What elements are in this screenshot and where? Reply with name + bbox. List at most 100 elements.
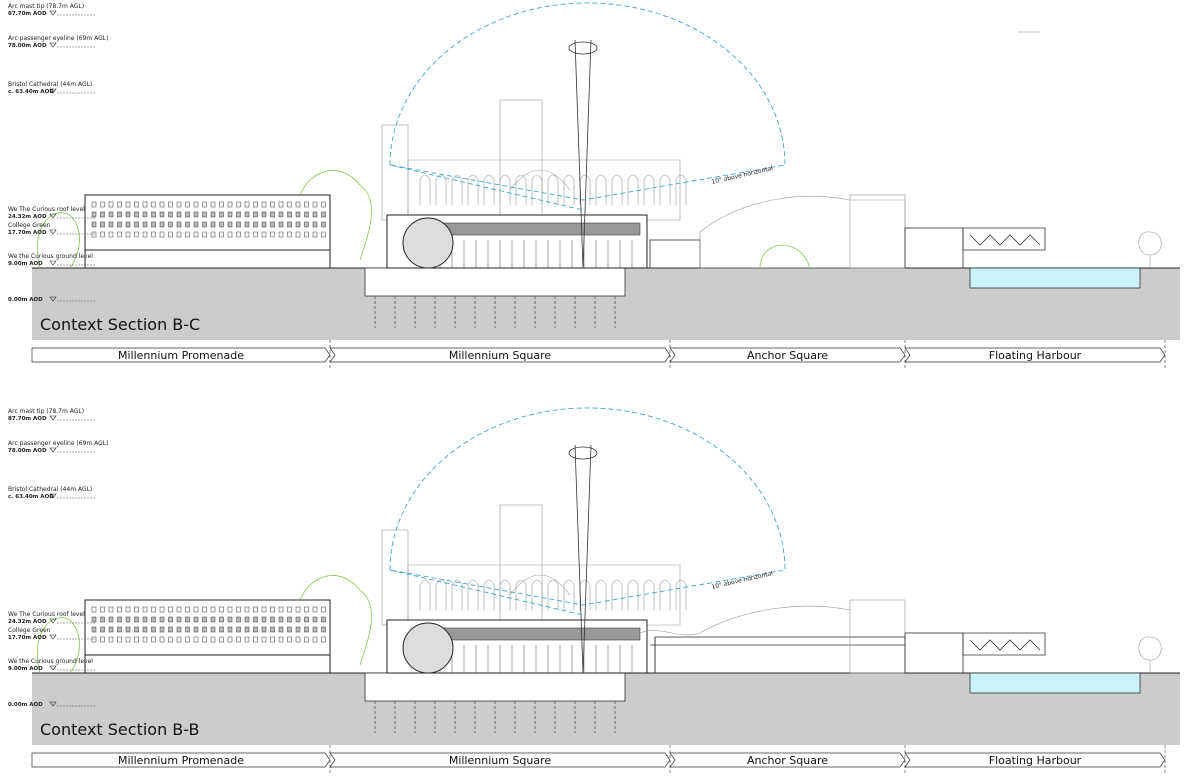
cathedral-window: [499, 174, 511, 205]
window: [185, 636, 190, 643]
window: [151, 201, 156, 208]
window: [236, 201, 241, 208]
tree: [299, 170, 372, 261]
window: [91, 231, 97, 238]
zone-arrow: [669, 347, 906, 363]
window: [219, 636, 224, 643]
anchor-building: [650, 637, 905, 673]
window: [142, 606, 148, 613]
window: [244, 221, 250, 228]
window: [236, 211, 241, 218]
zone-arrow: [904, 347, 1166, 363]
window: [236, 221, 241, 228]
window: [125, 221, 131, 228]
zone-label: Floating Harbour: [989, 754, 1082, 767]
tree: [759, 244, 811, 269]
window: [108, 626, 114, 633]
window: [244, 606, 250, 613]
cathedral-window: [451, 579, 463, 610]
window: [202, 606, 207, 613]
window: [176, 231, 182, 238]
window: [117, 626, 122, 633]
window: [168, 221, 173, 228]
window: [185, 211, 190, 218]
window: [304, 211, 309, 218]
arc-capsule: [568, 41, 598, 55]
window: [142, 221, 148, 228]
window: [142, 201, 148, 208]
window: [125, 201, 131, 208]
window: [108, 201, 114, 208]
window: [125, 211, 131, 218]
window: [117, 201, 122, 208]
window: [176, 211, 182, 218]
cathedral-window: [643, 579, 655, 610]
window: [134, 636, 139, 643]
window: [151, 606, 156, 613]
level-name: Arc passenger eyeline (69m AGL): [8, 35, 108, 42]
level-marker-icon: [49, 447, 57, 453]
window: [108, 211, 114, 218]
window: [270, 231, 275, 238]
window: [117, 606, 122, 613]
window: [287, 616, 292, 623]
cathedral-window: [483, 174, 495, 205]
zone-label: Floating Harbour: [989, 349, 1082, 362]
level-marker-icon: [49, 415, 57, 421]
window: [134, 211, 139, 218]
window: [253, 211, 258, 218]
anchor-building: [649, 239, 701, 269]
window: [227, 636, 233, 643]
level-name: College Green: [8, 627, 51, 634]
level-marker-icon: [49, 701, 57, 707]
window: [185, 201, 190, 208]
window: [236, 636, 241, 643]
level-name: Arc mast tip (78.7m AGL): [8, 3, 84, 10]
bristol-cathedral: [381, 504, 687, 626]
tree: [1138, 636, 1162, 673]
harbour-water: [969, 267, 1141, 289]
window: [304, 231, 309, 238]
cathedral-tower: [381, 529, 409, 626]
window: [168, 626, 173, 633]
window: [312, 221, 318, 228]
window: [270, 606, 275, 613]
window: [91, 626, 97, 633]
window: [287, 231, 292, 238]
level-value: 9.00m AOD: [8, 261, 43, 267]
window: [295, 231, 301, 238]
cathedral-window: [435, 174, 447, 205]
tree: [37, 212, 80, 269]
window: [202, 201, 207, 208]
window: [227, 606, 233, 613]
truss: [962, 227, 1046, 251]
level-value: c. 63.40m AOD: [8, 494, 54, 500]
window: [91, 636, 97, 643]
window: [270, 201, 275, 208]
cathedral-window: [547, 174, 559, 205]
level-value: 78.00m AOD: [8, 448, 47, 454]
harbour-building: [849, 599, 906, 674]
window: [151, 221, 156, 228]
cathedral-window: [659, 579, 671, 610]
sightline: [389, 164, 584, 211]
window: [219, 616, 224, 623]
window: [321, 626, 326, 633]
cathedral-window: [451, 174, 463, 205]
window: [125, 626, 131, 633]
window: [100, 211, 105, 218]
window: [261, 221, 267, 228]
window: [91, 211, 97, 218]
window: [142, 616, 148, 623]
window: [159, 211, 165, 218]
window: [117, 211, 122, 218]
level-name: Arc mast tip (78.7m AGL): [8, 408, 84, 415]
sightline-arc: [389, 2, 786, 201]
window: [193, 231, 199, 238]
arc-mast: [574, 444, 592, 674]
window: [100, 616, 105, 623]
window: [142, 211, 148, 218]
roof-band: [439, 222, 641, 236]
window: [287, 201, 292, 208]
window: [185, 606, 190, 613]
